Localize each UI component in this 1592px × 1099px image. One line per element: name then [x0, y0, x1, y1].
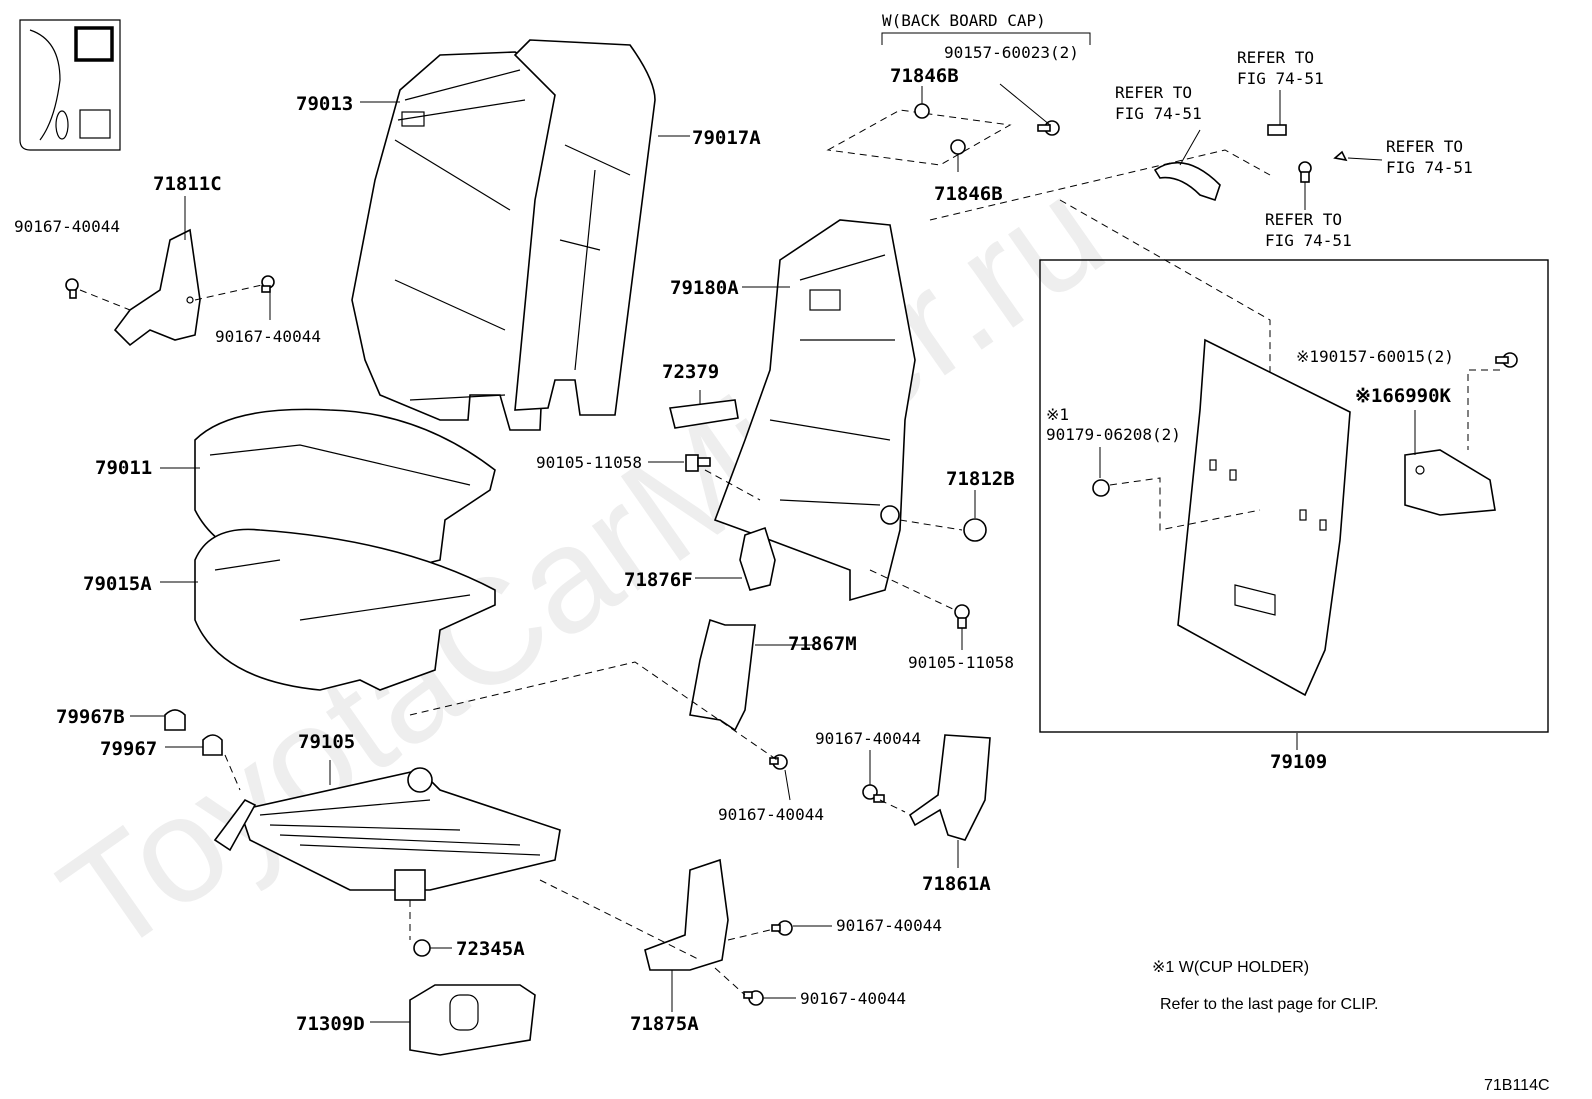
label-71309D: 71309D: [296, 1013, 365, 1035]
label-79967: 79967: [100, 738, 157, 760]
cap-72345A[interactable]: [413, 939, 431, 957]
small-clip-refer-fig[interactable]: [1267, 124, 1287, 136]
label-71846B-b: 71846B: [934, 183, 1003, 205]
bolt-90105-r[interactable]: [954, 604, 970, 629]
handle-refer-fig[interactable]: [1153, 161, 1221, 202]
clip-79967B[interactable]: [164, 709, 186, 731]
seat-cushion-pad-79015A[interactable]: [194, 528, 496, 691]
label-90105-r: 90105-11058: [908, 653, 1014, 672]
label-refer4b: FIG 74-51: [1265, 231, 1352, 250]
leader-lines: [130, 83, 1416, 1023]
label-90167-r: 90167-40044: [815, 729, 921, 748]
backboard-dash-line: [929, 149, 1271, 221]
header-bracket-label: W(BACK BOARD CAP): [882, 11, 1046, 30]
cover-71876F[interactable]: [739, 526, 776, 591]
frame-dash-lines: [704, 469, 963, 611]
cover-71875A[interactable]: [644, 858, 729, 971]
label-90179-note: ※1: [1046, 405, 1069, 424]
cover-71867M[interactable]: [689, 618, 756, 732]
label-refer1: REFER TO: [1115, 83, 1192, 102]
bolt-90167-mid[interactable]: [769, 754, 788, 770]
label-71811C: 71811C: [153, 173, 222, 195]
label-71812B: 71812B: [946, 468, 1015, 490]
backboard-cap-group: [826, 32, 1091, 166]
label-90167-tr: 90167-40044: [215, 327, 321, 346]
label-71861A: 71861A: [922, 873, 991, 895]
label-refer2b: FIG 74-51: [1237, 69, 1324, 88]
label-79013: 79013: [296, 93, 353, 115]
screw-dash-line: [1467, 369, 1500, 450]
label-72345A: 72345A: [456, 938, 525, 960]
back-board-79109[interactable]: [1177, 338, 1351, 697]
label-refer3b: FIG 74-51: [1386, 158, 1473, 177]
cup-holder-66990K[interactable]: [1404, 449, 1496, 516]
bolt-90105-l[interactable]: [685, 454, 711, 472]
track-dash-line: [409, 661, 781, 763]
figure-code: 71B114C: [1484, 1077, 1550, 1094]
cover2-dash-line: [879, 799, 906, 813]
label-79015A: 79015A: [83, 573, 152, 595]
label-refer2: REFER TO: [1237, 48, 1314, 67]
bolt-90167-r[interactable]: [862, 784, 885, 803]
cap-71812B[interactable]: [963, 518, 987, 542]
clip-71846B-b[interactable]: [950, 139, 966, 155]
label-90167-mid: 90167-40044: [718, 805, 824, 824]
label-refer4: REFER TO: [1265, 210, 1342, 229]
label-refer3: REFER TO: [1386, 137, 1463, 156]
label-79180A: 79180A: [670, 277, 739, 299]
clip-79967[interactable]: [202, 734, 223, 756]
cover-71861A[interactable]: [908, 734, 991, 841]
nut-dash-line: [1109, 477, 1261, 531]
track-dash-lines-2: [224, 754, 411, 940]
label-90167-b1: 90167-40044: [836, 916, 942, 935]
bolt-90167-b1[interactable]: [771, 920, 793, 936]
label-90179: 90179-06208(2): [1046, 425, 1181, 444]
label-71875A: 71875A: [630, 1013, 699, 1035]
label-72379: 72379: [662, 361, 719, 383]
label-79967B: 79967B: [56, 706, 125, 728]
screw-refer-fig[interactable]: [1298, 161, 1312, 183]
label-71876F: 71876F: [624, 569, 693, 591]
label-90167-b2: 90167-40044: [800, 989, 906, 1008]
pad-72379[interactable]: [669, 399, 739, 429]
seatback-pad-79017A[interactable]: [513, 39, 656, 416]
label-90105-l: 90105-11058: [536, 453, 642, 472]
cover-dash-lines: [539, 879, 771, 996]
bolt-90167-tl[interactable]: [65, 278, 79, 299]
bolt-90167-tr[interactable]: [261, 275, 275, 293]
seatback-frame-79180A[interactable]: [713, 219, 916, 602]
label-79017A: 79017A: [692, 127, 761, 149]
tip-refer-fig[interactable]: [1333, 150, 1348, 162]
label-refer1b: FIG 74-51: [1115, 104, 1202, 123]
screw-90157-60023[interactable]: [1037, 120, 1060, 136]
bolt-90167-b2[interactable]: [743, 990, 764, 1006]
label-79105: 79105: [298, 731, 355, 753]
note-clip: Refer to the last page for CLIP.: [1160, 996, 1379, 1013]
label-90157-60023: 90157-60023(2): [944, 43, 1079, 62]
label-71867M: 71867M: [788, 633, 857, 655]
note-cup-holder: ※1 W(CUP HOLDER): [1152, 959, 1309, 976]
label-90167-tl: 90167-40044: [14, 217, 120, 236]
label-79011: 79011: [95, 457, 152, 479]
label-90157-60015: ※190157-60015(2): [1296, 347, 1454, 366]
bracket-71811C[interactable]: [113, 228, 201, 347]
cover-71309D[interactable]: [409, 984, 536, 1056]
clip-71846B-a[interactable]: [914, 103, 930, 119]
bracket-dash-lines: [79, 284, 263, 311]
label-79109: 79109: [1270, 751, 1327, 773]
vehicle-locator-icon: [19, 19, 121, 151]
label-71846B-a: 71846B: [890, 65, 959, 87]
label-66990K: ※166990K: [1355, 385, 1452, 407]
nut-90179-06208[interactable]: [1092, 479, 1110, 497]
screw-90157-60015[interactable]: [1495, 352, 1518, 368]
backboard-box-79109: [1039, 259, 1549, 733]
